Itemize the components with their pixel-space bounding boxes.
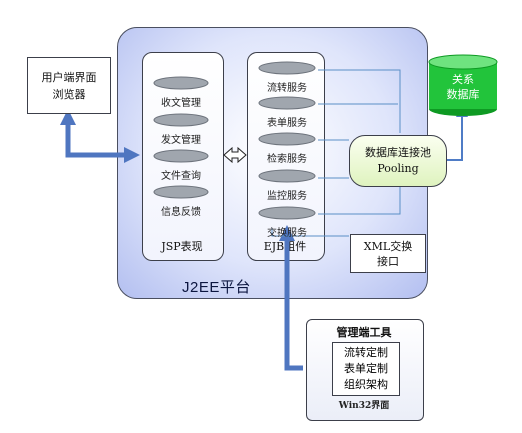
disk-icon xyxy=(153,113,209,127)
browser-to-jsp-arrow xyxy=(59,108,141,164)
disk-icon xyxy=(258,132,316,146)
disk-icon xyxy=(153,149,209,163)
admin-item-org: 组织架构 xyxy=(344,378,388,391)
admin-tools-title: 管理端工具 xyxy=(336,326,392,339)
disk-icon xyxy=(153,185,209,199)
jsp-item-feedback: 信息反馈 xyxy=(153,184,209,218)
pool-label-line2: Pooling xyxy=(377,162,419,175)
browser-label-line1: 用户端界面 xyxy=(41,70,97,84)
ejb-item-flow: 流转服务 xyxy=(257,60,317,94)
xml-label-line2: 接口 xyxy=(377,254,399,268)
ejb-item-search: 检索服务 xyxy=(257,131,317,165)
admin-item-flow-custom: 流转定制 xyxy=(344,346,388,359)
jsp-ejb-double-arrow xyxy=(223,146,247,164)
user-browser-box: 用户端界面 浏览器 xyxy=(27,57,111,114)
db-connection-pool: 数据库连接池 Pooling xyxy=(349,135,447,187)
admin-to-ejb-arrow xyxy=(278,224,303,371)
admin-tools-footer: Win32界面 xyxy=(338,401,390,411)
browser-label-line2: 浏览器 xyxy=(52,87,86,101)
admin-tools-list: 流转定制 表单定制 组织架构 xyxy=(332,342,400,396)
jsp-item-dispatch: 发文管理 xyxy=(153,112,209,146)
disk-icon xyxy=(258,61,316,75)
service-to-pool-lines xyxy=(271,69,401,237)
database-label: 关系 数据库 xyxy=(446,73,480,101)
disk-icon xyxy=(258,206,316,220)
pool-to-db-arrow xyxy=(446,105,468,161)
disk-icon xyxy=(258,96,316,110)
xml-exchange-interface-box: XML交换 接口 xyxy=(350,234,426,273)
xml-label-line1: XML交换 xyxy=(363,239,413,253)
ejb-item-monitor: 监控服务 xyxy=(257,168,317,202)
jsp-panel-title: JSP表现 xyxy=(161,240,203,253)
ejb-item-exchange: 交换服务 xyxy=(257,205,317,239)
disk-icon xyxy=(153,76,209,90)
relational-database-cylinder xyxy=(428,54,498,116)
platform-title: J2EE平台 xyxy=(182,279,251,296)
pool-label-line1: 数据库连接池 xyxy=(365,146,431,159)
admin-item-form-custom: 表单定制 xyxy=(344,362,388,375)
disk-icon xyxy=(258,169,316,183)
jsp-item-receive: 收文管理 xyxy=(153,75,209,109)
ejb-item-form: 表单服务 xyxy=(257,95,317,129)
jsp-item-query: 文件查询 xyxy=(153,148,209,182)
